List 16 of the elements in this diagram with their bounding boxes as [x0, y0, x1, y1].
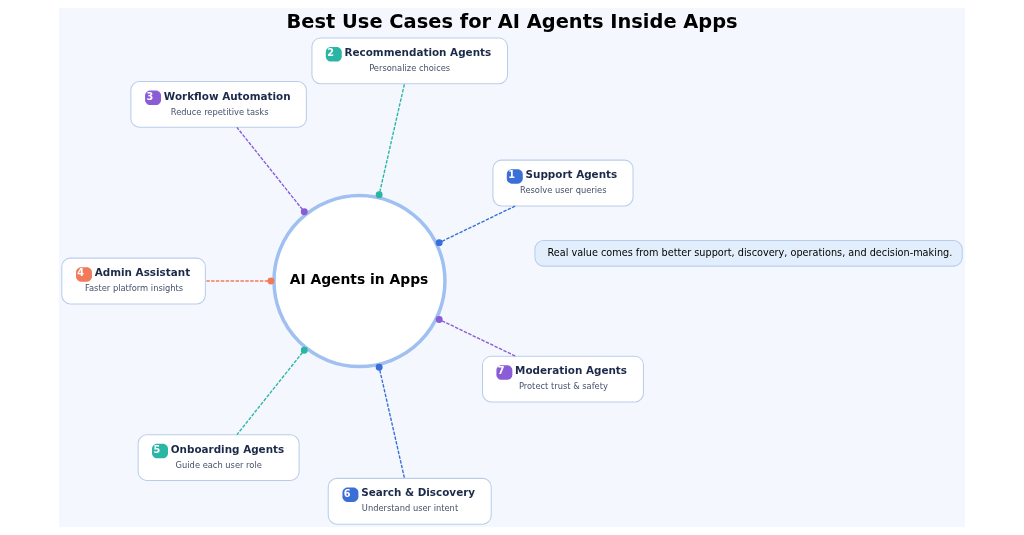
connector — [435, 315, 516, 357]
diagram-title: Best Use Cases for AI Agents Inside Apps — [286, 10, 738, 34]
node-box: 6 Search & Discovery Understand user intent — [327, 477, 492, 525]
connector — [435, 205, 516, 247]
node-box: 1 Support Agents Resolve user queries — [492, 159, 634, 207]
node-box: Real value comes from better support, discovery, operations, and decision-making. — [534, 239, 963, 267]
node-box: 3 Workflow Automation Reduce repetitive tasks — [130, 81, 307, 128]
node-box: 7 Moderation Agents Protect trust & safety — [482, 355, 644, 403]
node-box: 5 Onboarding Agents Guide each user role — [137, 434, 300, 482]
node-box: 4 Admin Assistant Faster platform insights — [61, 257, 206, 305]
connector — [236, 126, 308, 216]
connector — [204, 277, 275, 285]
connector — [375, 363, 406, 479]
node-box: 2 Recommendation Agents Personalize choices — [311, 37, 509, 85]
connector — [375, 83, 406, 199]
connector — [236, 346, 308, 436]
